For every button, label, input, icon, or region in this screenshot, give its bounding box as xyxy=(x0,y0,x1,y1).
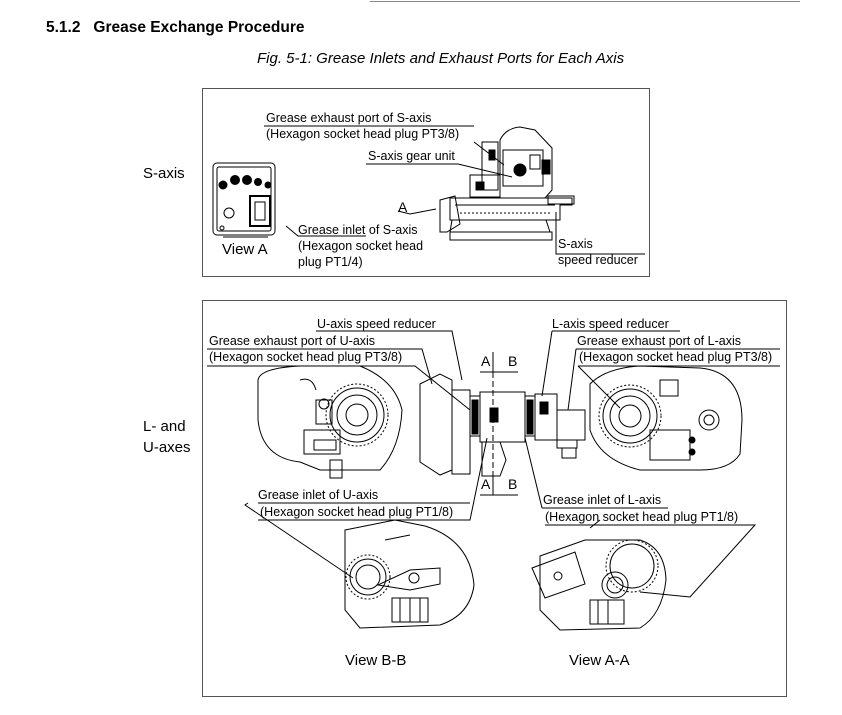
s-axis-inlet-label: Grease inlet of S-axis xyxy=(298,223,418,237)
lu-axes-row-label-2: U-axes xyxy=(143,439,191,456)
view-bb-drawing xyxy=(344,519,475,629)
u-axis-exhaust-plug-label: (Hexagon socket head plug PT3/8) xyxy=(209,350,403,364)
s-axis-gear-unit-label: S-axis gear unit xyxy=(368,149,455,163)
section-marker-b-bottom: B xyxy=(508,476,518,492)
view-aa-drawing xyxy=(531,519,667,631)
section-marker-a-top: A xyxy=(481,353,491,369)
s-axis-reducer-label-2: speed reducer xyxy=(558,253,638,267)
s-axis-exhaust-port-label: Grease exhaust port of S-axis xyxy=(266,111,432,125)
u-axis-exhaust-label: Grease exhaust port of U-axis xyxy=(209,334,376,348)
u-axis-side-drawing xyxy=(257,365,403,479)
view-bb-label: View B-B xyxy=(345,652,407,669)
u-axis-inlet-label: Grease inlet of U-axis xyxy=(258,488,379,502)
l-axis-inlet-plug-label: (Hexagon socket head plug PT1/8) xyxy=(545,510,739,524)
page-top-rule xyxy=(370,1,800,2)
view-a-marker: A xyxy=(398,199,408,215)
section-number: 5.1.2 xyxy=(46,19,81,36)
l-axis-exhaust-label: Grease exhaust port of L-axis xyxy=(577,334,741,348)
s-axis-exhaust-plug-label: (Hexagon socket head plug PT3/8) xyxy=(266,127,460,141)
section-heading: 5.1.2 Grease Exchange Procedure xyxy=(46,19,304,37)
u-axis-inlet-plug-label: (Hexagon socket head plug PT1/8) xyxy=(260,505,454,519)
s-axis-reducer-label-1: S-axis xyxy=(558,237,593,251)
s-axis-figure-frame xyxy=(202,88,650,277)
figure-caption: Fig. 5-1: Grease Inlets and Exhaust Port… xyxy=(257,50,625,67)
s-axis-unit-drawing xyxy=(439,126,575,241)
lu-axes-figure-frame xyxy=(202,300,787,697)
section-marker-b-top: B xyxy=(508,353,518,369)
s-axis-inlet-plug-label-2: plug PT1/4) xyxy=(298,255,363,269)
lu-axes-front-section-drawing xyxy=(419,373,586,477)
l-axis-side-drawing xyxy=(589,365,743,471)
u-axis-reducer-label: U-axis speed reducer xyxy=(317,317,436,331)
lu-axes-row-label-1: L- and xyxy=(143,418,186,435)
section-title: Grease Exchange Procedure xyxy=(93,19,305,36)
s-axis-row-label: S-axis xyxy=(143,165,185,182)
l-axis-reducer-label: L-axis speed reducer xyxy=(552,317,669,331)
view-aa-label: View A-A xyxy=(569,652,630,669)
s-axis-inlet-plug-label-1: (Hexagon socket head xyxy=(298,239,424,253)
l-axis-exhaust-plug-label: (Hexagon socket head plug PT3/8) xyxy=(579,350,773,364)
section-marker-a-bottom: A xyxy=(481,476,491,492)
view-a-drawing xyxy=(212,162,276,236)
l-axis-inlet-label: Grease inlet of L-axis xyxy=(543,493,662,507)
view-a-label: View A xyxy=(222,241,268,258)
